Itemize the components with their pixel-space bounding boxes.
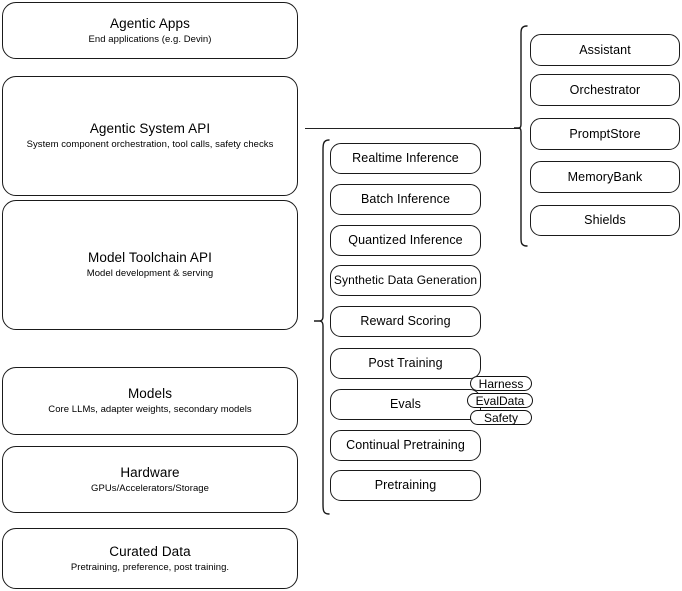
eval-badge-safety[interactable]: Safety	[470, 410, 532, 425]
component-promptstore[interactable]: PromptStore	[530, 118, 680, 150]
capability-label: Reward Scoring	[360, 314, 451, 328]
layer-models[interactable]: Models Core LLMs, adapter weights, secon…	[2, 367, 298, 435]
layer-subtitle: Model development & serving	[86, 268, 214, 279]
layer-title: Models	[127, 386, 173, 401]
component-label: MemoryBank	[567, 169, 643, 184]
component-label: Orchestrator	[569, 82, 641, 97]
layer-subtitle: System component orchestration, tool cal…	[26, 139, 274, 150]
capability-label: Synthetic Data Generation	[333, 273, 478, 287]
component-label: Assistant	[579, 42, 631, 57]
layer-title: Agentic Apps	[109, 15, 190, 31]
capability-label: Continual Pretraining	[346, 438, 465, 452]
right-brace-connector	[513, 24, 529, 248]
layer-subtitle: GPUs/Accelerators/Storage	[91, 482, 209, 494]
capability-batch-inference[interactable]: Batch Inference	[330, 184, 481, 215]
capability-evals[interactable]: Evals	[330, 389, 481, 420]
capability-pretraining[interactable]: Pretraining	[330, 470, 481, 501]
capability-label: Pretraining	[374, 478, 437, 492]
capability-continual-pretraining[interactable]: Continual Pretraining	[330, 430, 481, 461]
layer-title: Model Toolchain API	[88, 250, 212, 265]
capability-realtime-inference[interactable]: Realtime Inference	[330, 143, 481, 174]
eval-badge-label: EvalData	[475, 393, 525, 408]
component-shields[interactable]: Shields	[530, 205, 680, 236]
layer-title: Curated Data	[109, 543, 191, 559]
component-label: Shields	[584, 213, 626, 227]
eval-badge-harness[interactable]: Harness	[470, 376, 532, 391]
layer-subtitle: Pretraining, preference, post training.	[70, 561, 230, 573]
capability-reward-scoring[interactable]: Reward Scoring	[330, 306, 481, 337]
layer-hardware[interactable]: Hardware GPUs/Accelerators/Storage	[2, 446, 298, 513]
layer-agentic-apps[interactable]: Agentic Apps End applications (e.g. Devi…	[2, 2, 298, 59]
component-orchestrator[interactable]: Orchestrator	[530, 74, 680, 106]
capability-label: Evals	[389, 397, 422, 411]
capability-post-training[interactable]: Post Training	[330, 348, 481, 379]
layer-agentic-system-api[interactable]: Agentic System API System component orch…	[2, 76, 298, 196]
eval-badge-label: Safety	[483, 410, 519, 425]
component-memorybank[interactable]: MemoryBank	[530, 161, 680, 193]
eval-badge-label: Harness	[478, 376, 524, 391]
layer-title: Hardware	[120, 464, 180, 480]
layer-subtitle: End applications (e.g. Devin)	[88, 33, 212, 45]
middle-brace-connector	[313, 138, 331, 516]
eval-badge-evaldata[interactable]: EvalData	[467, 393, 533, 408]
layer-title: Agentic System API	[89, 121, 211, 136]
connector-system-api-to-components	[305, 128, 519, 130]
layer-model-toolchain-api[interactable]: Model Toolchain API Model development & …	[2, 200, 298, 330]
layer-curated-data[interactable]: Curated Data Pretraining, preference, po…	[2, 528, 298, 589]
capability-label: Batch Inference	[360, 192, 451, 206]
layer-subtitle: Core LLMs, adapter weights, secondary mo…	[48, 404, 252, 415]
capability-quantized-inference[interactable]: Quantized Inference	[330, 225, 481, 256]
capability-label: Realtime Inference	[352, 151, 459, 165]
capability-synthetic-data-generation[interactable]: Synthetic Data Generation	[330, 265, 481, 296]
component-label: PromptStore	[569, 126, 641, 141]
capability-label: Post Training	[368, 356, 443, 370]
component-assistant[interactable]: Assistant	[530, 34, 680, 66]
capability-label: Quantized Inference	[348, 233, 463, 247]
